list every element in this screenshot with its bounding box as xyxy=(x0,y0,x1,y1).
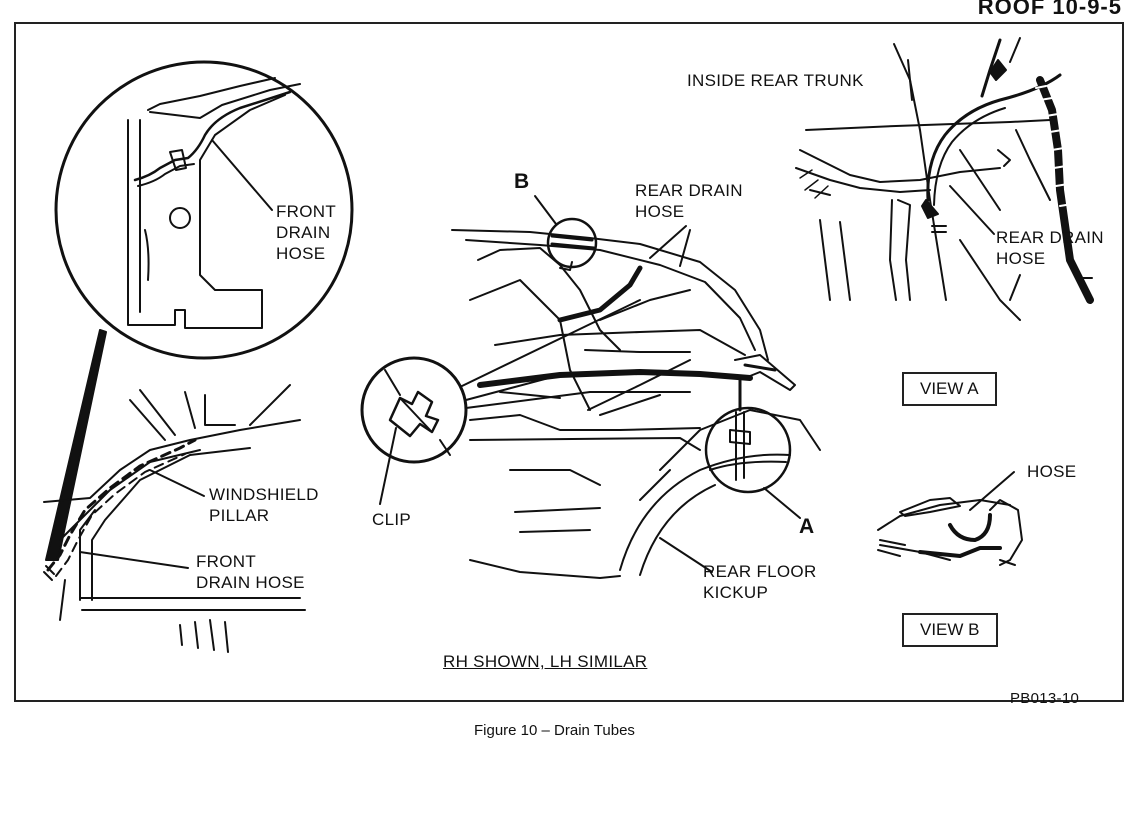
leader-front-drain-hose xyxy=(79,551,189,569)
label-inside-rear-trunk: INSIDE REAR TRUNK xyxy=(687,71,864,90)
view-a-box: VIEW A xyxy=(902,372,997,406)
label-clip: CLIP xyxy=(372,510,411,529)
label-front-drain-hose: FRONT DRAIN HOSE xyxy=(196,552,305,592)
label-rear-drain-hose-right: REAR DRAIN HOSE xyxy=(996,228,1104,268)
label-a-marker: A xyxy=(799,515,815,538)
label-hose: HOSE xyxy=(1027,462,1077,481)
leader-front-drain-detail xyxy=(211,139,273,211)
part-number: PB013-10 xyxy=(1010,690,1080,707)
detail-a-circle xyxy=(704,406,792,494)
leader-windshield-pillar xyxy=(149,469,205,497)
label-rear-drain-hose-center: REAR DRAIN HOSE xyxy=(635,181,743,221)
figure-frame xyxy=(14,22,1124,702)
label-rh-shown: RH SHOWN, LH SIMILAR xyxy=(443,652,648,671)
leader-a xyxy=(763,487,801,519)
leader-rear-drain-right xyxy=(949,185,995,235)
leader-rear-drain-center xyxy=(649,225,691,267)
label-b-marker: B xyxy=(514,170,530,193)
windshield-pillar-drawing xyxy=(43,384,306,653)
label-front-drain-hose-detail: FRONT DRAIN HOSE xyxy=(276,202,337,263)
leader-view-a-tail xyxy=(1009,274,1021,301)
leader-rear-floor-kickup xyxy=(659,537,713,573)
detail-b-circle xyxy=(546,217,598,271)
detail-pointer xyxy=(45,329,107,561)
view-b-drawing xyxy=(877,497,1023,566)
clip-connectors xyxy=(461,299,641,409)
view-b-box: VIEW B xyxy=(902,613,998,647)
clip-detail-circle xyxy=(360,356,468,464)
figure-caption: Figure 10 – Drain Tubes xyxy=(474,722,635,739)
label-windshield-pillar: WINDSHIELD PILLAR xyxy=(209,485,319,525)
leader-b xyxy=(534,195,557,225)
leader-hose xyxy=(969,471,1015,511)
label-rear-floor-kickup: REAR FLOOR KICKUP xyxy=(703,562,817,602)
rear-quarter-drawing xyxy=(451,229,821,579)
view-a-drawing xyxy=(795,37,1094,321)
page-header: ROOF 10-9-5 xyxy=(977,0,1122,19)
leader-clip xyxy=(379,427,397,505)
